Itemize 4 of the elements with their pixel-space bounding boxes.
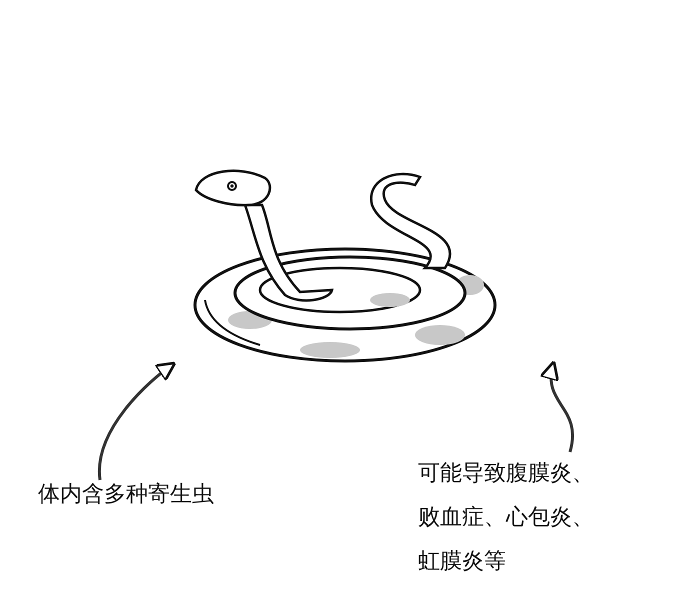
caption-text: 可能导致腹膜炎、败血症、心包炎、虹膜炎等 bbox=[418, 460, 595, 576]
curved-arrow bbox=[540, 360, 574, 452]
curved-arrow bbox=[98, 362, 176, 480]
caption-text: 体内含多种寄生虫 bbox=[38, 481, 215, 509]
